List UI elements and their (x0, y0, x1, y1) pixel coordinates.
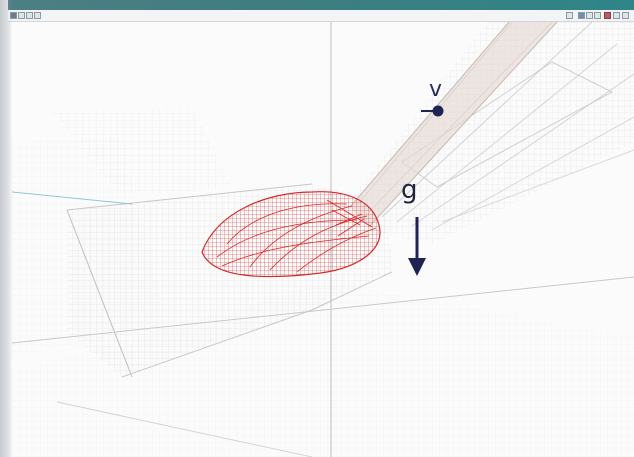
settings-button[interactable] (613, 12, 620, 19)
gravity-label: g (401, 175, 418, 205)
3d-viewport[interactable]: v g (12, 22, 634, 457)
zoom-button[interactable] (578, 12, 585, 19)
pan-button[interactable] (586, 12, 593, 19)
close-view-button[interactable] (622, 12, 629, 19)
save-button[interactable] (26, 12, 33, 19)
view-button[interactable] (566, 12, 573, 19)
velocity-label: v (429, 77, 443, 102)
color-button[interactable] (604, 12, 611, 19)
new-doc-button[interactable] (10, 12, 17, 19)
axes (12, 22, 634, 457)
scene-canvas[interactable] (12, 22, 634, 457)
rotate-button[interactable] (594, 12, 601, 19)
title-bar[interactable] (8, 0, 634, 10)
open-button[interactable] (18, 12, 25, 19)
velocity-vector[interactable] (421, 105, 444, 117)
velocity-stream (349, 22, 558, 228)
print-button[interactable] (34, 12, 41, 19)
red-droplet-mesh[interactable] (201, 191, 381, 278)
toolbar (8, 10, 634, 22)
